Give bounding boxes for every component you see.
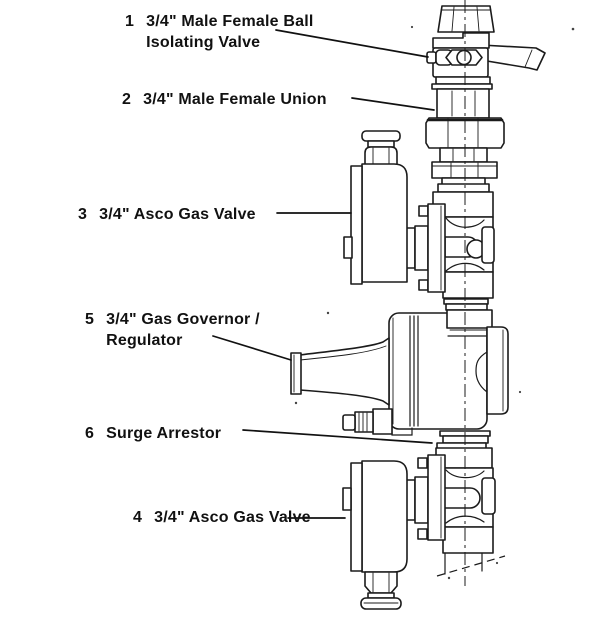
callout-5-text: 3/4" Gas Governor / Regulator bbox=[106, 309, 260, 351]
callout-6-line1: Surge Arrestor bbox=[106, 425, 222, 442]
surge-arrestor-drawing bbox=[342, 408, 393, 435]
callout-3-text: 3/4" Asco Gas Valve bbox=[99, 204, 256, 225]
leader-6 bbox=[242, 429, 433, 444]
callout-2-male-female-union: 2 3/4" Male Female Union bbox=[122, 89, 327, 110]
callout-3-line1: 3/4" Asco Gas Valve bbox=[99, 206, 256, 223]
scan-noise bbox=[294, 25, 575, 580]
callout-2-line1: 3/4" Male Female Union bbox=[143, 91, 327, 108]
callout-2-number: 2 bbox=[122, 91, 132, 108]
callout-1-number: 1 bbox=[125, 13, 135, 30]
callout-leader-lines bbox=[212, 29, 435, 519]
callout-4-line1: 3/4" Asco Gas Valve bbox=[154, 509, 311, 526]
callout-1-text: 3/4" Male Female Ball Isolating Valve bbox=[146, 11, 313, 53]
callout-5-number: 5 bbox=[85, 311, 95, 328]
callout-2-text: 3/4" Male Female Union bbox=[143, 89, 327, 110]
leader-2 bbox=[351, 97, 435, 111]
callout-5-gas-governor-regulator: 5 3/4" Gas Governor / Regulator bbox=[85, 309, 260, 351]
callout-3-asco-gas-valve: 3 3/4" Asco Gas Valve bbox=[78, 204, 256, 225]
callout-4-asco-gas-valve: 4 3/4" Asco Gas Valve bbox=[133, 507, 311, 528]
callout-5-line2: Regulator bbox=[106, 332, 183, 349]
callout-1-ball-isolating-valve: 1 3/4" Male Female Ball Isolating Valve bbox=[125, 11, 314, 53]
callout-1-line2: Isolating Valve bbox=[146, 34, 261, 51]
governor-regulator-drawing bbox=[290, 309, 509, 444]
callout-5-line1: 3/4" Gas Governor / bbox=[106, 311, 260, 328]
leader-5 bbox=[212, 335, 292, 361]
ball-valve-drawing bbox=[426, 5, 546, 119]
leader-1 bbox=[275, 29, 429, 58]
asco-valve-3-drawing bbox=[343, 130, 495, 311]
callout-6-number: 6 bbox=[85, 425, 95, 442]
callout-1-line1: 3/4" Male Female Ball bbox=[146, 13, 314, 30]
asco-valve-4-drawing bbox=[342, 442, 506, 610]
callout-4-text: 3/4" Asco Gas Valve bbox=[154, 507, 311, 528]
callout-4-number: 4 bbox=[133, 509, 143, 526]
callout-6-surge-arrestor: 6 Surge Arrestor bbox=[85, 423, 221, 444]
callout-6-text: Surge Arrestor bbox=[106, 423, 221, 444]
callout-3-number: 3 bbox=[78, 206, 88, 223]
